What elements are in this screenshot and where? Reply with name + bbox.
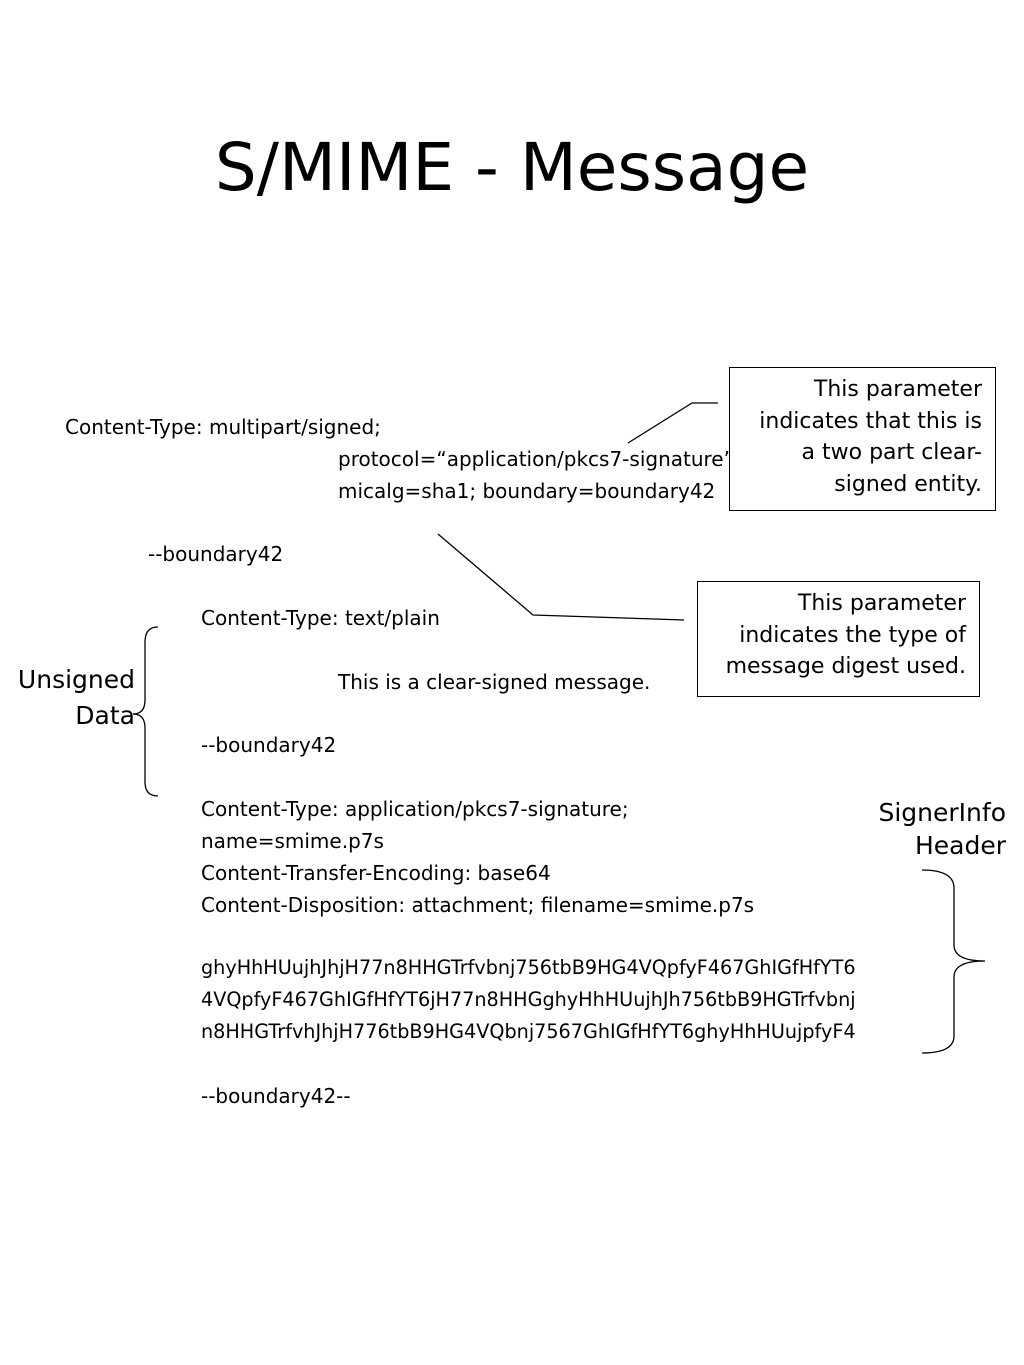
content-type-header-line: Content-Type: multipart/signed; [65,415,381,439]
signerinfo-header-label: SignerInfo Header [878,798,1006,860]
boundary-line-1: --boundary42 [148,542,284,566]
micalg-callout-box: This parameter indicates the type of mes… [697,581,980,697]
signerinfo-brace [921,869,986,1054]
unsigned-data-label: Unsigned Data [17,665,135,730]
micalg-callout-leader [437,533,685,621]
part2-name-line: name=smime.p7s [201,829,384,853]
part2-disposition-line: Content-Disposition: attachment; filenam… [201,893,755,917]
protocol-callout-leader [627,402,718,444]
protocol-callout-box: This parameter indicates that this is a … [729,367,996,511]
slide-title: S/MIME - Message [214,129,810,206]
micalg-param-line: micalg=sha1; boundary=boundary42 [338,479,716,503]
boundary-line-2: --boundary42 [201,733,337,757]
boundary-end-line: --boundary42-- [201,1084,351,1108]
unsigned-data-brace [132,626,159,797]
protocol-param-line: protocol=“application/pkcs7-signature”; [338,447,741,471]
signature-data-line-3: n8HHGTrfvhJhjH776tbB9HG4VQbnj7567GhIGfHf… [201,1020,856,1043]
part2-transfer-encoding-line: Content-Transfer-Encoding: base64 [201,861,551,885]
part2-content-type-line: Content-Type: application/pkcs7-signatur… [201,797,629,821]
part1-content-type-line: Content-Type: text/plain [201,606,440,630]
signature-data-line-2: 4VQpfyF467GhIGfHfYT6jH77n8HHGghyHhHUujhJ… [201,988,856,1011]
signature-data-line-1: ghyHhHUujhJhjH77n8HHGTrfvbnj756tbB9HG4VQ… [201,956,856,979]
part1-body-line: This is a clear-signed message. [338,670,651,694]
